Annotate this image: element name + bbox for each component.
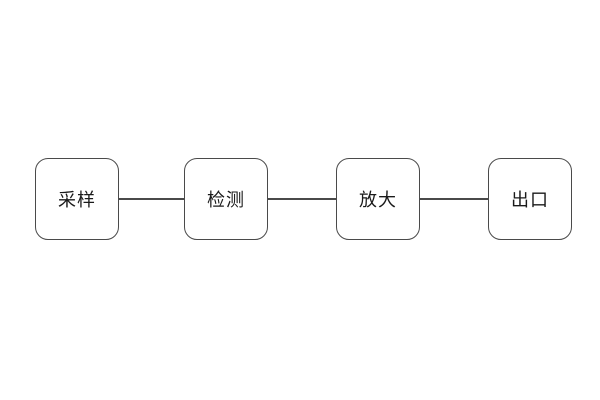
flow-node-label: 检测 (207, 190, 245, 211)
flow-node-detection: 检测 (184, 158, 268, 240)
flow-node-label: 采样 (58, 190, 96, 211)
flow-node-label: 放大 (359, 190, 397, 211)
flow-node-sampling: 采样 (35, 158, 119, 240)
flow-edge-sampling-detection (118, 198, 185, 200)
flow-node-label: 出口 (511, 190, 549, 211)
flow-node-outlet: 出口 (488, 158, 572, 240)
flow-edge-detection-amplification (267, 198, 337, 200)
flow-node-amplification: 放大 (336, 158, 420, 240)
flow-edge-amplification-outlet (419, 198, 489, 200)
